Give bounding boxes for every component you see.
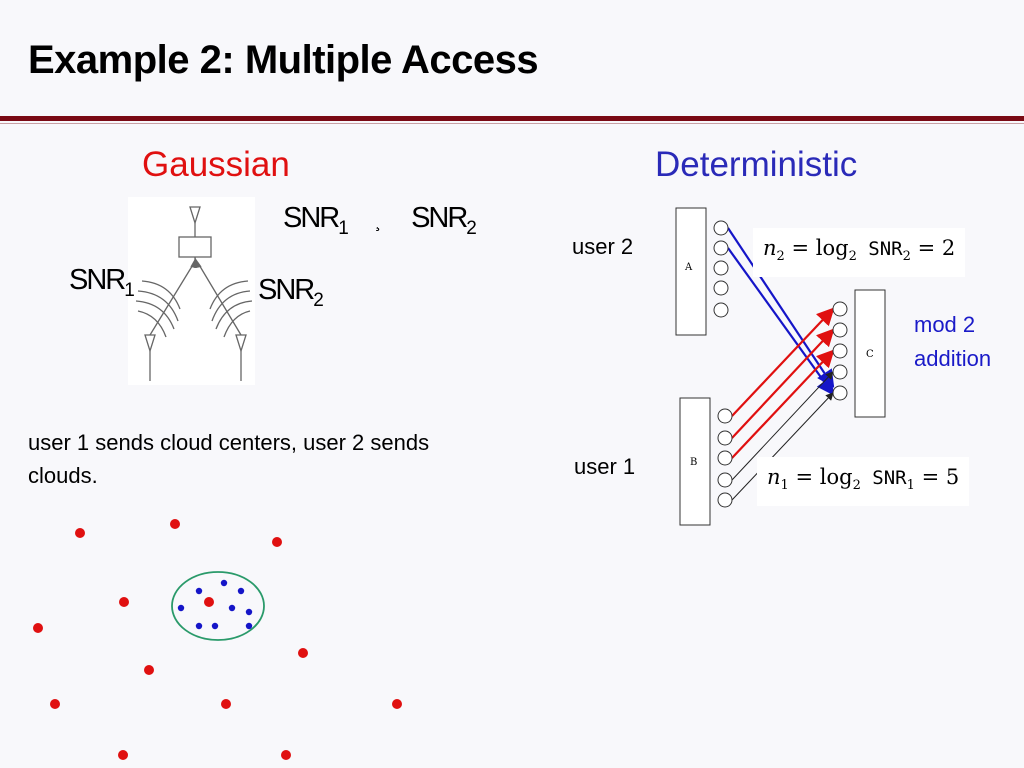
snr1-label-text: SNR — [69, 264, 126, 296]
f1-log-sub: 2 — [852, 478, 861, 494]
gaussian-description: user 1 sends cloud centers, user 2 sends… — [28, 430, 430, 488]
receiver-antenna-icon — [189, 206, 201, 226]
node-b-port — [717, 408, 733, 424]
formula-user1: n1 = log2 SNR1 = 5 — [757, 457, 970, 507]
snr2-label-sub: 2 — [313, 290, 324, 311]
signal-arrow — [731, 392, 834, 501]
node-b-port — [717, 450, 733, 466]
cloud-point-dot — [245, 622, 253, 630]
f1-eq: = log — [788, 465, 853, 489]
f1-rhs: = 5 — [914, 465, 960, 489]
cloud-center-dot — [298, 648, 308, 658]
cloud-center-dot — [33, 623, 43, 633]
formula-user2: n2 = log2 SNR2 = 2 — [753, 228, 966, 278]
mod2-line2: addition — [914, 346, 992, 371]
antenna-diagram-svg — [135, 206, 253, 381]
node-b-label: B — [690, 457, 697, 468]
cloud-centers — [33, 519, 402, 760]
node-b-port — [717, 492, 733, 508]
snr2-label-text: SNR — [258, 274, 315, 306]
snr-comparison: SNR1 ¸ SNR2 — [283, 202, 477, 240]
title-divider-thin — [0, 123, 1024, 124]
cloud-point-dot — [195, 622, 203, 630]
node-b-port — [717, 430, 733, 446]
cloud-point-dot — [211, 622, 219, 630]
f2-log-sub: 2 — [848, 249, 857, 265]
f1-snr: SNR — [860, 467, 907, 489]
f2-lhs-sub: 2 — [776, 249, 785, 265]
cloud-point-dot — [245, 608, 253, 616]
node-c-box — [854, 289, 886, 418]
f2-lhs: n — [763, 236, 777, 260]
snr-relation: ¸ — [374, 211, 381, 231]
cloud-center-dot — [50, 699, 60, 709]
cloud-points — [177, 579, 253, 630]
node-c-port — [832, 322, 848, 338]
snr2-subscript: 2 — [466, 218, 477, 239]
cloud-center-dot — [221, 699, 231, 709]
node-a-label: A — [684, 262, 693, 273]
receiver-box — [178, 236, 212, 258]
f1-lhs: n — [767, 465, 781, 489]
cloud-center-dot — [281, 750, 291, 760]
user1-label: user 1 — [574, 454, 636, 479]
mod2-line1: mod 2 — [914, 312, 976, 337]
f1-lhs-sub: 1 — [780, 478, 789, 494]
cloud-point-dot — [237, 587, 245, 595]
cloud-center-dot — [119, 597, 129, 607]
cloud-point-dot — [220, 579, 228, 587]
cloud-center-dot — [272, 537, 282, 547]
node-a-box — [675, 207, 707, 336]
node-c-port — [832, 343, 848, 359]
snr1-text: SNR — [283, 202, 340, 234]
cloud-point-dot — [228, 604, 236, 612]
cloud-center-dot — [392, 699, 402, 709]
node-c-port — [832, 301, 848, 317]
cloud-center-dot — [170, 519, 180, 529]
deterministic-heading: Deterministic — [655, 145, 858, 184]
snr1-subscript: 1 — [338, 218, 349, 239]
f2-eq: = log — [784, 236, 849, 260]
snr1-label-sub: 1 — [124, 280, 135, 301]
f2-snr-sub: 2 — [902, 249, 911, 265]
tx-antenna-right-icon — [235, 334, 247, 354]
node-a-port — [713, 302, 729, 318]
deterministic-diagram: A B C — [675, 207, 886, 526]
cloud-center-dot — [204, 597, 214, 607]
cloud-point-dot — [195, 587, 203, 595]
user2-label: user 2 — [572, 234, 634, 259]
node-c-label: C — [866, 349, 874, 360]
signal-arrow — [731, 371, 834, 481]
cloud-ellipse — [171, 571, 265, 641]
node-c-port — [832, 385, 848, 401]
cloud-center-dot — [144, 665, 154, 675]
snr1-label: SNR1 — [69, 264, 135, 302]
constellation-plot — [33, 519, 402, 760]
node-c-port — [832, 364, 848, 380]
node-b-box — [679, 397, 711, 526]
signal-arrow — [731, 349, 835, 459]
tx-antenna-left-icon — [144, 334, 156, 354]
signal-arrow — [731, 328, 835, 439]
snr2-label: SNR2 — [258, 274, 324, 312]
signal-arrow — [727, 227, 835, 388]
f2-rhs: = 2 — [910, 236, 956, 260]
node-a-port — [713, 240, 729, 256]
cloud-center-dot — [75, 528, 85, 538]
node-a-port — [713, 260, 729, 276]
node-b-port — [717, 472, 733, 488]
gaussian-heading: Gaussian — [142, 145, 290, 184]
cloud-center-dot — [118, 750, 128, 760]
gaussian-antenna-diagram — [128, 197, 255, 385]
node-a-port — [713, 280, 729, 296]
f1-snr-sub: 1 — [906, 478, 915, 494]
mod2-addition-label: mod 2 addition — [914, 308, 991, 376]
f2-snr: SNR — [856, 238, 903, 260]
slide-title: Example 2: Multiple Access — [28, 38, 539, 82]
node-a-port — [713, 220, 729, 236]
cloud-point-dot — [177, 604, 185, 612]
signal-arrow — [731, 307, 835, 417]
title-divider — [0, 116, 1024, 121]
snr2-text: SNR — [411, 202, 468, 234]
